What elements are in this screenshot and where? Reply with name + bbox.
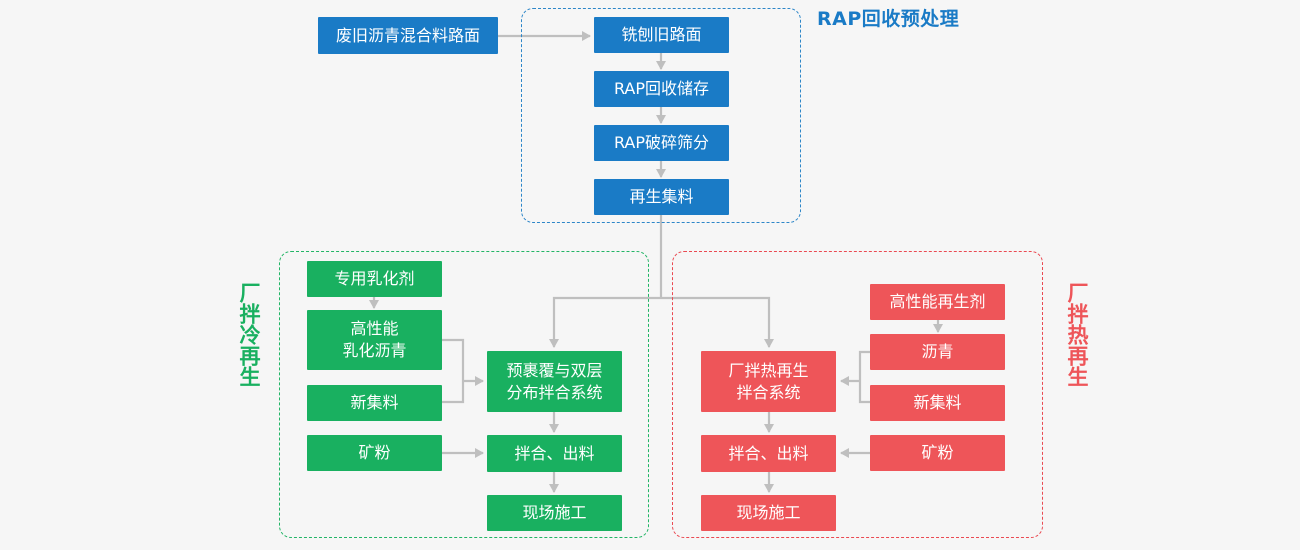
- rap-region-title: RAP回收预处理: [817, 8, 960, 30]
- cold-new-aggregate-box: 新集料: [307, 385, 442, 421]
- cold-region: [279, 251, 649, 538]
- branch-to-hot: [661, 296, 774, 348]
- storage-box: RAP回收储存: [594, 71, 729, 107]
- milling-box: 铣刨旧路面: [594, 17, 729, 53]
- hot-agent-box: 高性能再生剂: [870, 284, 1005, 320]
- arrow-cold-aggregate-merge: [442, 381, 465, 404]
- cold-mineral-box: 矿粉: [307, 435, 442, 471]
- hot-asphalt-box: 沥青: [870, 334, 1005, 370]
- arrow-hot-aggregate-merge: [858, 381, 870, 404]
- hot-mix-box: 拌合、出料: [701, 435, 836, 472]
- cold-asphalt-box: 高性能 乳化沥青: [307, 310, 442, 370]
- hot-mineral-box: 矿粉: [870, 435, 1005, 471]
- hot-new-aggregate-box: 新集料: [870, 385, 1005, 421]
- hot-system-box: 厂拌热再生 拌合系统: [701, 351, 836, 412]
- arrow-hot-asphalt-merge: [858, 350, 870, 381]
- cold-region-title: 厂拌冷再生: [237, 282, 261, 387]
- hot-region: [672, 251, 1043, 538]
- cold-construction-box: 现场施工: [487, 495, 622, 531]
- hot-construction-box: 现场施工: [701, 495, 836, 531]
- cold-system-box: 预裹覆与双层 分布拌合系统: [487, 351, 622, 412]
- rap-region: [521, 8, 801, 223]
- recycled-aggregate-box: 再生集料: [594, 179, 729, 215]
- branch-to-cold: [549, 296, 661, 348]
- hot-region-title: 厂拌热再生: [1065, 282, 1089, 387]
- cold-mix-box: 拌合、出料: [487, 435, 622, 472]
- source-box: 废旧沥青混合料路面: [318, 17, 498, 54]
- crushing-box: RAP破碎筛分: [594, 125, 729, 161]
- cold-emulsifier-box: 专用乳化剂: [307, 261, 442, 297]
- arrow-cold-asphalt-merge: [442, 338, 465, 381]
